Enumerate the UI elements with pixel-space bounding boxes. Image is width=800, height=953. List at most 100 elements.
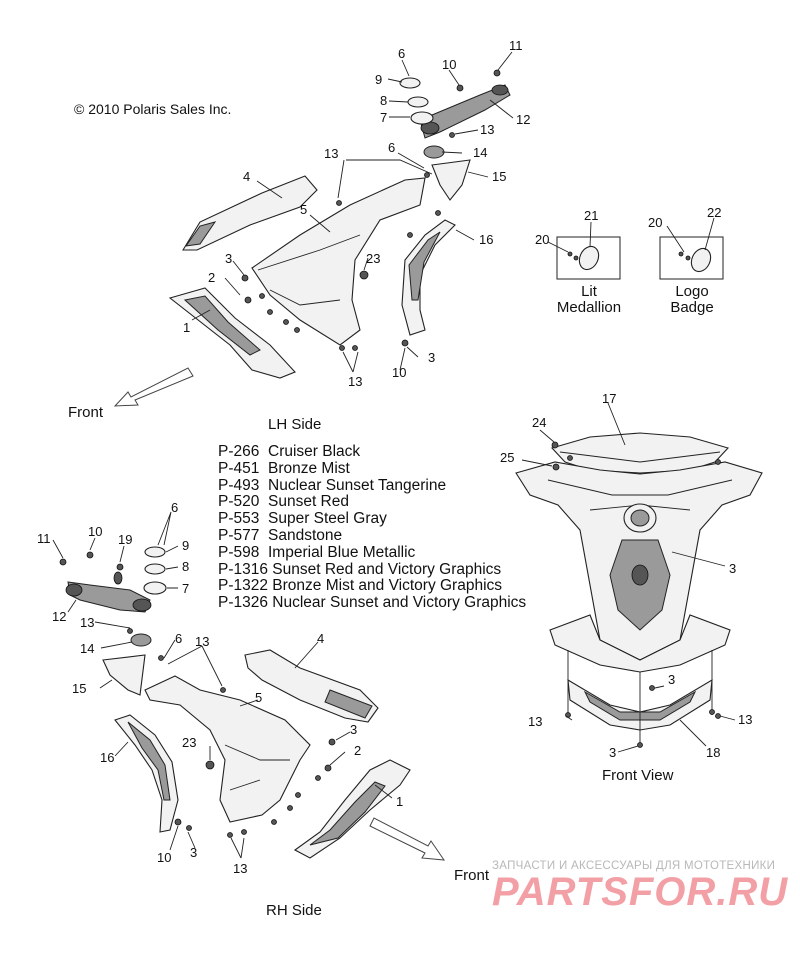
callout-14: 14 <box>473 145 487 160</box>
color-code-row: P-493 Nuclear Sunset Tangerine <box>218 476 447 494</box>
logo-badge-box[interactable] <box>659 236 724 280</box>
callout-11: 11 <box>509 38 523 53</box>
watermark-logo: PARTSFOR.RU <box>492 870 789 914</box>
lh-front-arrow <box>113 367 194 407</box>
lh-part-4-trim[interactable] <box>182 175 318 251</box>
rh-side-caption: RH Side <box>266 902 322 919</box>
logo-badge-caption-2: Badge <box>670 299 713 316</box>
rh-callout-16: 16 <box>100 750 114 765</box>
color-code-row: P-520 Sunset Red <box>218 493 349 511</box>
callout-22: 22 <box>707 205 721 220</box>
color-code-row: P-553 Super Steel Gray <box>218 510 387 528</box>
callout-3b: 3 <box>428 350 435 365</box>
callout-6: 6 <box>398 46 405 61</box>
rh-part-8-ring[interactable] <box>144 563 166 575</box>
callout-15: 15 <box>492 169 506 184</box>
callout-3-front-b: 3 <box>668 672 675 687</box>
rh-callout-13: 13 <box>80 615 94 630</box>
rh-part-15-fairing[interactable] <box>102 654 146 696</box>
callout-2: 2 <box>208 270 215 285</box>
rh-callout-10b: 10 <box>157 850 171 865</box>
color-code-row: P-451 Bronze Mist <box>218 459 350 477</box>
callout-7: 7 <box>380 110 387 125</box>
color-code-row: P-266 Cruiser Black <box>218 443 361 460</box>
rh-callout-5: 5 <box>255 690 262 705</box>
callout-20b: 20 <box>648 215 662 230</box>
callout-1: 1 <box>183 320 190 335</box>
color-code-list: P-266 Cruiser Black P-451 Bronze Mist P-… <box>218 443 568 612</box>
front-view-caption: Front View <box>602 767 674 784</box>
front-label-rh: Front <box>454 867 490 884</box>
rh-callout-10: 10 <box>88 524 102 539</box>
front-view-assembly: 17 24 25 3 3 13 13 3 18 <box>500 391 763 760</box>
callout-13b: 13 <box>324 146 338 161</box>
callout-13: 13 <box>480 122 494 137</box>
rh-callout-23: 23 <box>182 735 196 750</box>
lh-part-8-ring[interactable] <box>407 96 429 108</box>
callout-13-front: 13 <box>528 714 542 729</box>
lh-part-9-disc[interactable] <box>399 77 421 89</box>
lh-part-5-panel[interactable] <box>251 177 426 346</box>
callout-16: 16 <box>479 232 493 247</box>
rh-callout-12: 12 <box>52 609 66 624</box>
watermark-tagline: ЗАПЧАСТИ И АКСЕССУАРЫ ДЛЯ МОТОТЕХНИКИ <box>492 860 776 872</box>
rh-callout-6: 6 <box>171 500 178 515</box>
rh-callout-2: 2 <box>354 743 361 758</box>
front-label-lh: Front <box>68 404 104 421</box>
rh-callout-3: 3 <box>350 722 357 737</box>
callout-5: 5 <box>300 202 307 217</box>
callout-8: 8 <box>380 93 387 108</box>
callout-24: 24 <box>532 415 546 430</box>
color-code-row: P-1316 Sunset Red and Victory Graphics <box>218 560 502 578</box>
callout-20: 20 <box>535 232 549 247</box>
rh-callout-11: 11 <box>37 531 51 546</box>
rh-callout-7: 7 <box>182 581 189 596</box>
callout-9: 9 <box>375 72 382 87</box>
rh-callout-14: 14 <box>80 641 94 656</box>
rh-callout-1: 1 <box>396 794 403 809</box>
rh-part-12-mount[interactable] <box>67 581 151 613</box>
lh-part-15-fairing[interactable] <box>431 159 471 201</box>
lit-medallion-caption-2: Medallion <box>557 299 621 316</box>
callout-13-front-b: 13 <box>738 712 752 727</box>
rh-side-assembly: 6 11 10 19 9 8 7 12 13 6 13 14 4 15 5 3 … <box>37 500 446 876</box>
front-lower-fairing[interactable] <box>549 614 731 673</box>
rh-callout-9: 9 <box>182 538 189 553</box>
callout-25: 25 <box>500 450 514 465</box>
color-code-row: P-598 Imperial Blue Metallic <box>218 543 416 561</box>
rh-callout-3b: 3 <box>190 845 197 860</box>
callout-18: 18 <box>706 745 720 760</box>
callout-3-front: 3 <box>729 561 736 576</box>
callout-3-front-c: 3 <box>609 745 616 760</box>
rh-part-5-panel[interactable] <box>144 675 311 823</box>
callout-3: 3 <box>225 251 232 266</box>
rh-callout-8: 8 <box>182 559 189 574</box>
lh-part-12-mount[interactable] <box>419 84 511 139</box>
rh-callout-13b: 13 <box>195 634 209 649</box>
lh-part-7-ring[interactable] <box>410 111 434 125</box>
rh-callout-19: 19 <box>118 532 132 547</box>
callout-13c: 13 <box>348 374 362 389</box>
lh-part-14-bushing[interactable] <box>423 145 445 159</box>
color-code-row: P-1326 Nuclear Sunset and Victory Graphi… <box>218 594 527 612</box>
logo-badge-caption-1: Logo <box>675 283 708 300</box>
callout-12: 12 <box>516 112 530 127</box>
rh-callout-6b: 6 <box>175 631 182 646</box>
callout-4: 4 <box>243 169 250 184</box>
rh-part-7-ring[interactable] <box>143 581 167 595</box>
rh-callout-13c: 13 <box>233 861 247 876</box>
callout-6b: 6 <box>388 140 395 155</box>
callout-17: 17 <box>602 391 616 406</box>
rh-front-arrow <box>369 817 446 861</box>
copyright-notice: © 2010 Polaris Sales Inc. <box>74 101 232 117</box>
lh-side-caption: LH Side <box>268 416 321 433</box>
rh-callout-15: 15 <box>72 681 86 696</box>
rh-part-9-disc[interactable] <box>144 546 166 558</box>
rh-part-16-strip[interactable] <box>114 714 179 833</box>
callout-10: 10 <box>442 57 456 72</box>
lh-side-assembly: 6 11 9 10 8 7 12 13 6 14 13 15 4 5 16 23… <box>113 38 530 407</box>
rh-callout-4: 4 <box>317 631 324 646</box>
rh-part-14-bushing[interactable] <box>130 633 152 647</box>
front-part-18-cowl[interactable] <box>567 678 713 731</box>
